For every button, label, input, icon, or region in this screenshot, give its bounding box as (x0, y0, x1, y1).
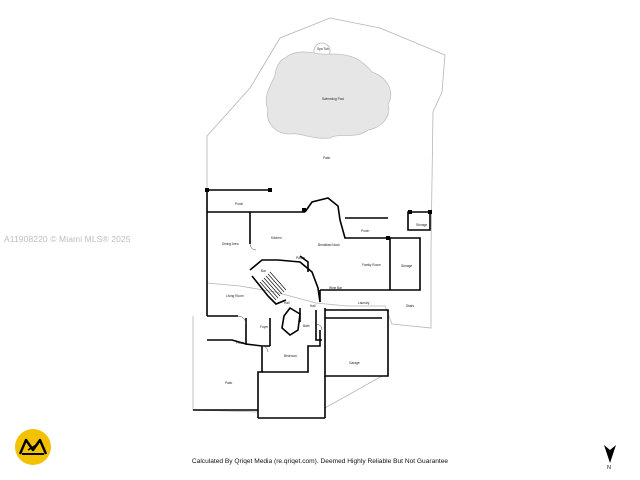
label-kitchen: Kitchen (271, 236, 282, 240)
label-foyer: Foyer (260, 325, 269, 329)
door-swings (237, 243, 323, 353)
label-porch-right: Porch (361, 229, 370, 233)
label-pantry: Pantry (296, 256, 306, 260)
label-bar: Bar (261, 269, 267, 273)
label-storage: Storage (401, 264, 412, 268)
column-blocks (205, 188, 432, 240)
label-hall-right: Hall (310, 304, 316, 308)
label-pool: Swimming Pool (322, 97, 344, 101)
label-living: Living Room (226, 294, 244, 298)
label-bath: Bath (303, 324, 310, 328)
label-stairs: Stairs (406, 304, 415, 308)
room-labels: Spa Tub Swimming Pool Patio Porch Dining… (222, 47, 427, 385)
label-storage-top: Storage (416, 223, 427, 227)
label-hall-left: Hall (284, 301, 290, 305)
label-porch-bottom: Porch (236, 341, 245, 345)
label-bedroom: Bedroom (284, 354, 297, 358)
north-label: N (607, 465, 611, 471)
label-laundry: Laundry (358, 301, 370, 305)
mls-watermark: A11908220 © Miami MLS® 2025 (4, 234, 131, 244)
property-outline (206, 17, 446, 329)
house-walls (193, 189, 431, 419)
label-patio-bottom: Patio (225, 381, 232, 385)
north-arrow-icon (604, 445, 616, 463)
label-porch-top: Porch (235, 202, 244, 206)
label-patio: Patio (323, 156, 330, 160)
label-dining: Dining Area (222, 242, 239, 246)
label-breakfast: Breakfast Nook (318, 243, 340, 247)
label-wine: Wine Bar (329, 286, 343, 290)
footer-disclaimer: Calculated By Qriqet Media (re.qriqet.co… (191, 458, 449, 465)
lower-lot-outline (192, 316, 383, 419)
staircase (259, 271, 287, 301)
label-family: Family Room (362, 263, 381, 267)
qriqet-logo-icon (15, 429, 51, 465)
label-garage: Garage (349, 361, 360, 365)
label-spa: Spa Tub (317, 47, 329, 51)
swimming-pool (265, 51, 392, 139)
